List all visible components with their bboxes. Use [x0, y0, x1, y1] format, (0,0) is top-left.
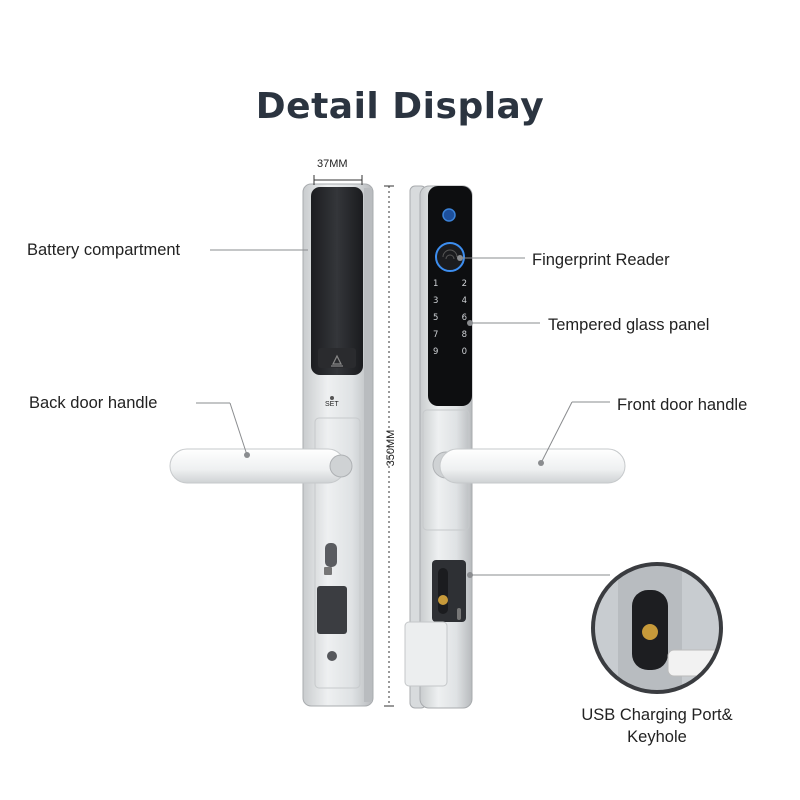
usb-charging-port-label: USB Charging Port& — [581, 706, 733, 724]
keypad: 1 2 3 4 5 6 7 8 9 0 — [433, 279, 467, 357]
tempered-glass-panel-label: Tempered glass panel — [548, 316, 710, 334]
key-4[interactable]: 4 — [461, 296, 467, 306]
dimension-lines — [313, 175, 394, 707]
keyhole-icon — [438, 595, 448, 605]
back-handle-pointer — [244, 452, 250, 458]
battery-cover — [311, 187, 363, 375]
front-handle-pointer — [538, 460, 544, 466]
key-9[interactable]: 9 — [433, 347, 439, 357]
back-keyhole — [327, 651, 337, 661]
key-5[interactable]: 5 — [433, 313, 439, 323]
thumb-switch — [325, 543, 337, 567]
front-handle — [432, 448, 626, 484]
set-button — [330, 396, 334, 400]
key-0[interactable]: 0 — [461, 347, 467, 357]
back-handle — [169, 448, 353, 484]
key-7[interactable]: 7 — [433, 330, 439, 340]
keyhole-label: Keyhole — [627, 728, 687, 746]
callout-lines — [196, 249, 610, 576]
front-lock-body — [404, 185, 473, 709]
glass-panel — [428, 186, 472, 406]
key-8[interactable]: 8 — [461, 330, 467, 340]
back-door-handle-label: Back door handle — [29, 394, 158, 412]
fingerprint-reader-label: Fingerprint Reader — [532, 251, 670, 269]
key-1[interactable]: 1 — [433, 279, 439, 289]
page-title: Detail Display — [255, 86, 545, 127]
set-label: SET — [325, 401, 339, 408]
key-6[interactable]: 6 — [461, 313, 467, 323]
height-dimension: 350MM — [385, 429, 397, 467]
front-door-handle-label: Front door handle — [617, 396, 748, 414]
usb-detail-inset — [591, 562, 723, 694]
key-card — [404, 621, 448, 687]
back-lock-recess — [317, 586, 347, 634]
width-dimension: 37MM — [317, 158, 348, 170]
usb-pointer — [467, 572, 473, 578]
fingerprint-icon — [435, 242, 465, 272]
key-2[interactable]: 2 — [461, 279, 467, 289]
key-3[interactable]: 3 — [433, 296, 439, 306]
glass-panel-pointer — [467, 320, 473, 326]
camera-icon — [442, 208, 456, 222]
fingerprint-pointer — [457, 255, 463, 261]
battery-compartment-label: Battery compartment — [27, 241, 181, 259]
back-lock-body — [302, 183, 374, 707]
